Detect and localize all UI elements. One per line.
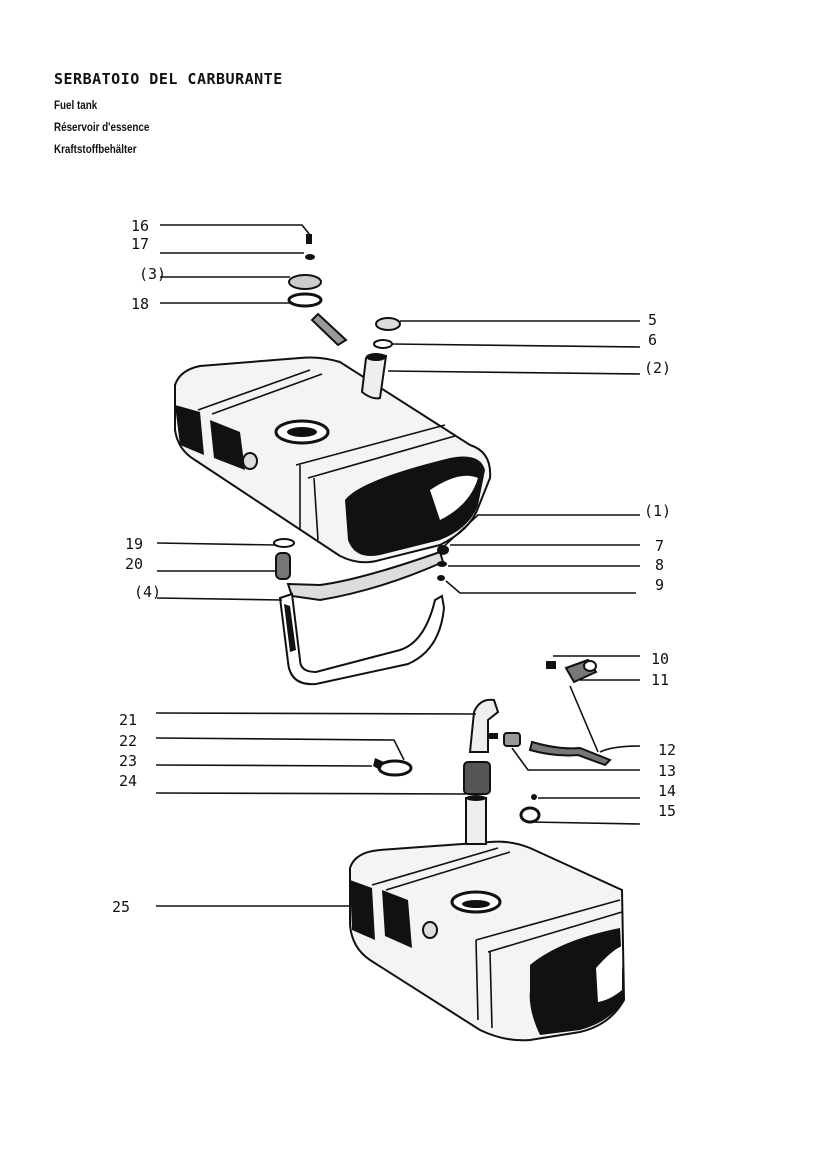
callout-19: 19 bbox=[125, 535, 143, 553]
callout-20: 20 bbox=[125, 555, 143, 573]
callout-9: 9 bbox=[655, 576, 664, 594]
callout-7: 7 bbox=[655, 537, 664, 555]
callout-11: 11 bbox=[651, 671, 669, 689]
upper-fuel-tank bbox=[174, 353, 492, 564]
callout-14: 14 bbox=[658, 782, 676, 800]
callout-4: (4) bbox=[134, 583, 161, 601]
callout-12: 12 bbox=[658, 741, 676, 759]
callout-25: 25 bbox=[112, 898, 130, 916]
callout-8: 8 bbox=[655, 556, 664, 574]
callout-18: 18 bbox=[131, 295, 149, 313]
hose-clamp-parts bbox=[528, 658, 612, 767]
title-italian: SERBATOIO DEL CARBURANTE bbox=[54, 70, 283, 88]
lower-fuel-tank bbox=[349, 795, 626, 1042]
leader-lines bbox=[155, 224, 641, 907]
filler-cap bbox=[373, 317, 401, 349]
callout-15: 15 bbox=[658, 802, 676, 820]
callout-10: 10 bbox=[651, 650, 669, 668]
filler-neck-set bbox=[373, 698, 541, 824]
callout-16: 16 bbox=[131, 217, 149, 235]
title-block: SERBATOIO DEL CARBURANTE Fuel tank Réser… bbox=[54, 70, 283, 160]
callout-6: 6 bbox=[648, 331, 657, 349]
callout-21: 21 bbox=[119, 711, 137, 729]
fuel-gauge-sender bbox=[287, 234, 348, 347]
callout-13: 13 bbox=[658, 762, 676, 780]
callout-labels: 16 17 (3) 18 5 6 (2) (1) 19 20 (4) 7 8 9… bbox=[112, 217, 676, 916]
title-german: Kraftstoffbehälter bbox=[54, 142, 137, 156]
callout-23: 23 bbox=[119, 752, 137, 770]
callout-24: 24 bbox=[119, 772, 137, 790]
tank-strap bbox=[273, 538, 446, 686]
callout-22: 22 bbox=[119, 732, 137, 750]
callout-1: (1) bbox=[644, 502, 671, 520]
title-english: Fuel tank bbox=[54, 98, 98, 112]
callout-17: 17 bbox=[131, 235, 149, 253]
callout-3: (3) bbox=[139, 265, 166, 283]
title-french: Réservoir d'essence bbox=[54, 120, 150, 134]
callout-2: (2) bbox=[644, 359, 671, 377]
callout-5: 5 bbox=[648, 311, 657, 329]
